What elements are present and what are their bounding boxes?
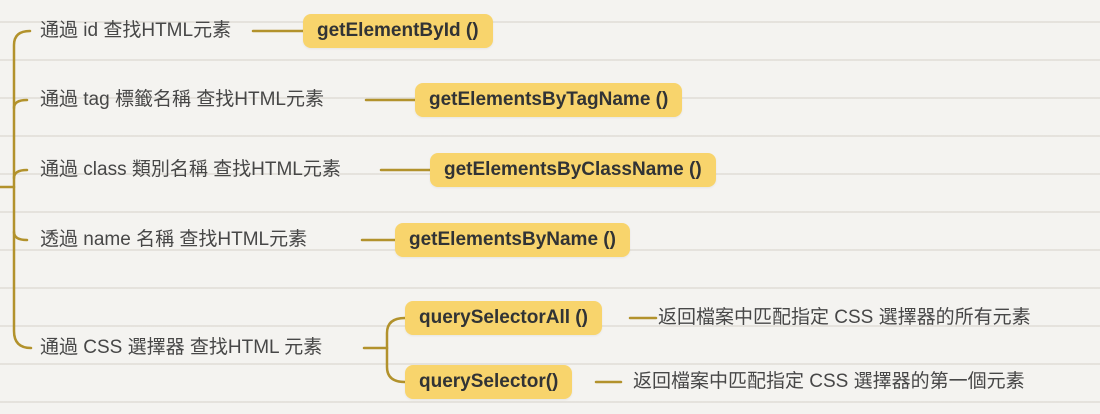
method-node-getelementsbytagname[interactable]: getElementsByTagName () xyxy=(415,83,683,117)
method-node-getelementsbyname[interactable]: getElementsByName () xyxy=(395,223,630,257)
trunk-connector xyxy=(12,29,33,350)
branch-hook-class xyxy=(12,168,29,180)
method-node-getelementbyid[interactable]: getElementById () xyxy=(303,14,493,48)
description-queryselector[interactable]: 返回檔案中匹配指定 CSS 選擇器的第一個元素 xyxy=(633,371,1025,392)
connector-css-fork xyxy=(385,316,407,384)
description-queryselectorall[interactable]: 返回檔案中匹配指定 CSS 選擇器的所有元素 xyxy=(658,307,1031,328)
method-node-queryselector[interactable]: querySelector() xyxy=(405,365,573,399)
method-node-queryselectorall[interactable]: querySelectorAll () xyxy=(405,301,602,335)
branch-hook-name xyxy=(12,230,29,242)
branch-label-by-class[interactable]: 通過 class 類別名稱 查找HTML元素 xyxy=(40,159,341,180)
branch-label-by-tag[interactable]: 通過 tag 標籤名稱 查找HTML元素 xyxy=(40,89,324,110)
branch-hook-tag xyxy=(12,98,29,110)
branch-label-css-selector[interactable]: 通過 CSS 選擇器 查找HTML 元素 xyxy=(40,337,323,358)
branch-label-by-id[interactable]: 通過 id 查找HTML元素 xyxy=(40,20,232,41)
method-node-getelementsbyclassname[interactable]: getElementsByClassName () xyxy=(430,153,716,187)
branch-label-by-name[interactable]: 透過 name 名稱 查找HTML元素 xyxy=(40,229,308,250)
